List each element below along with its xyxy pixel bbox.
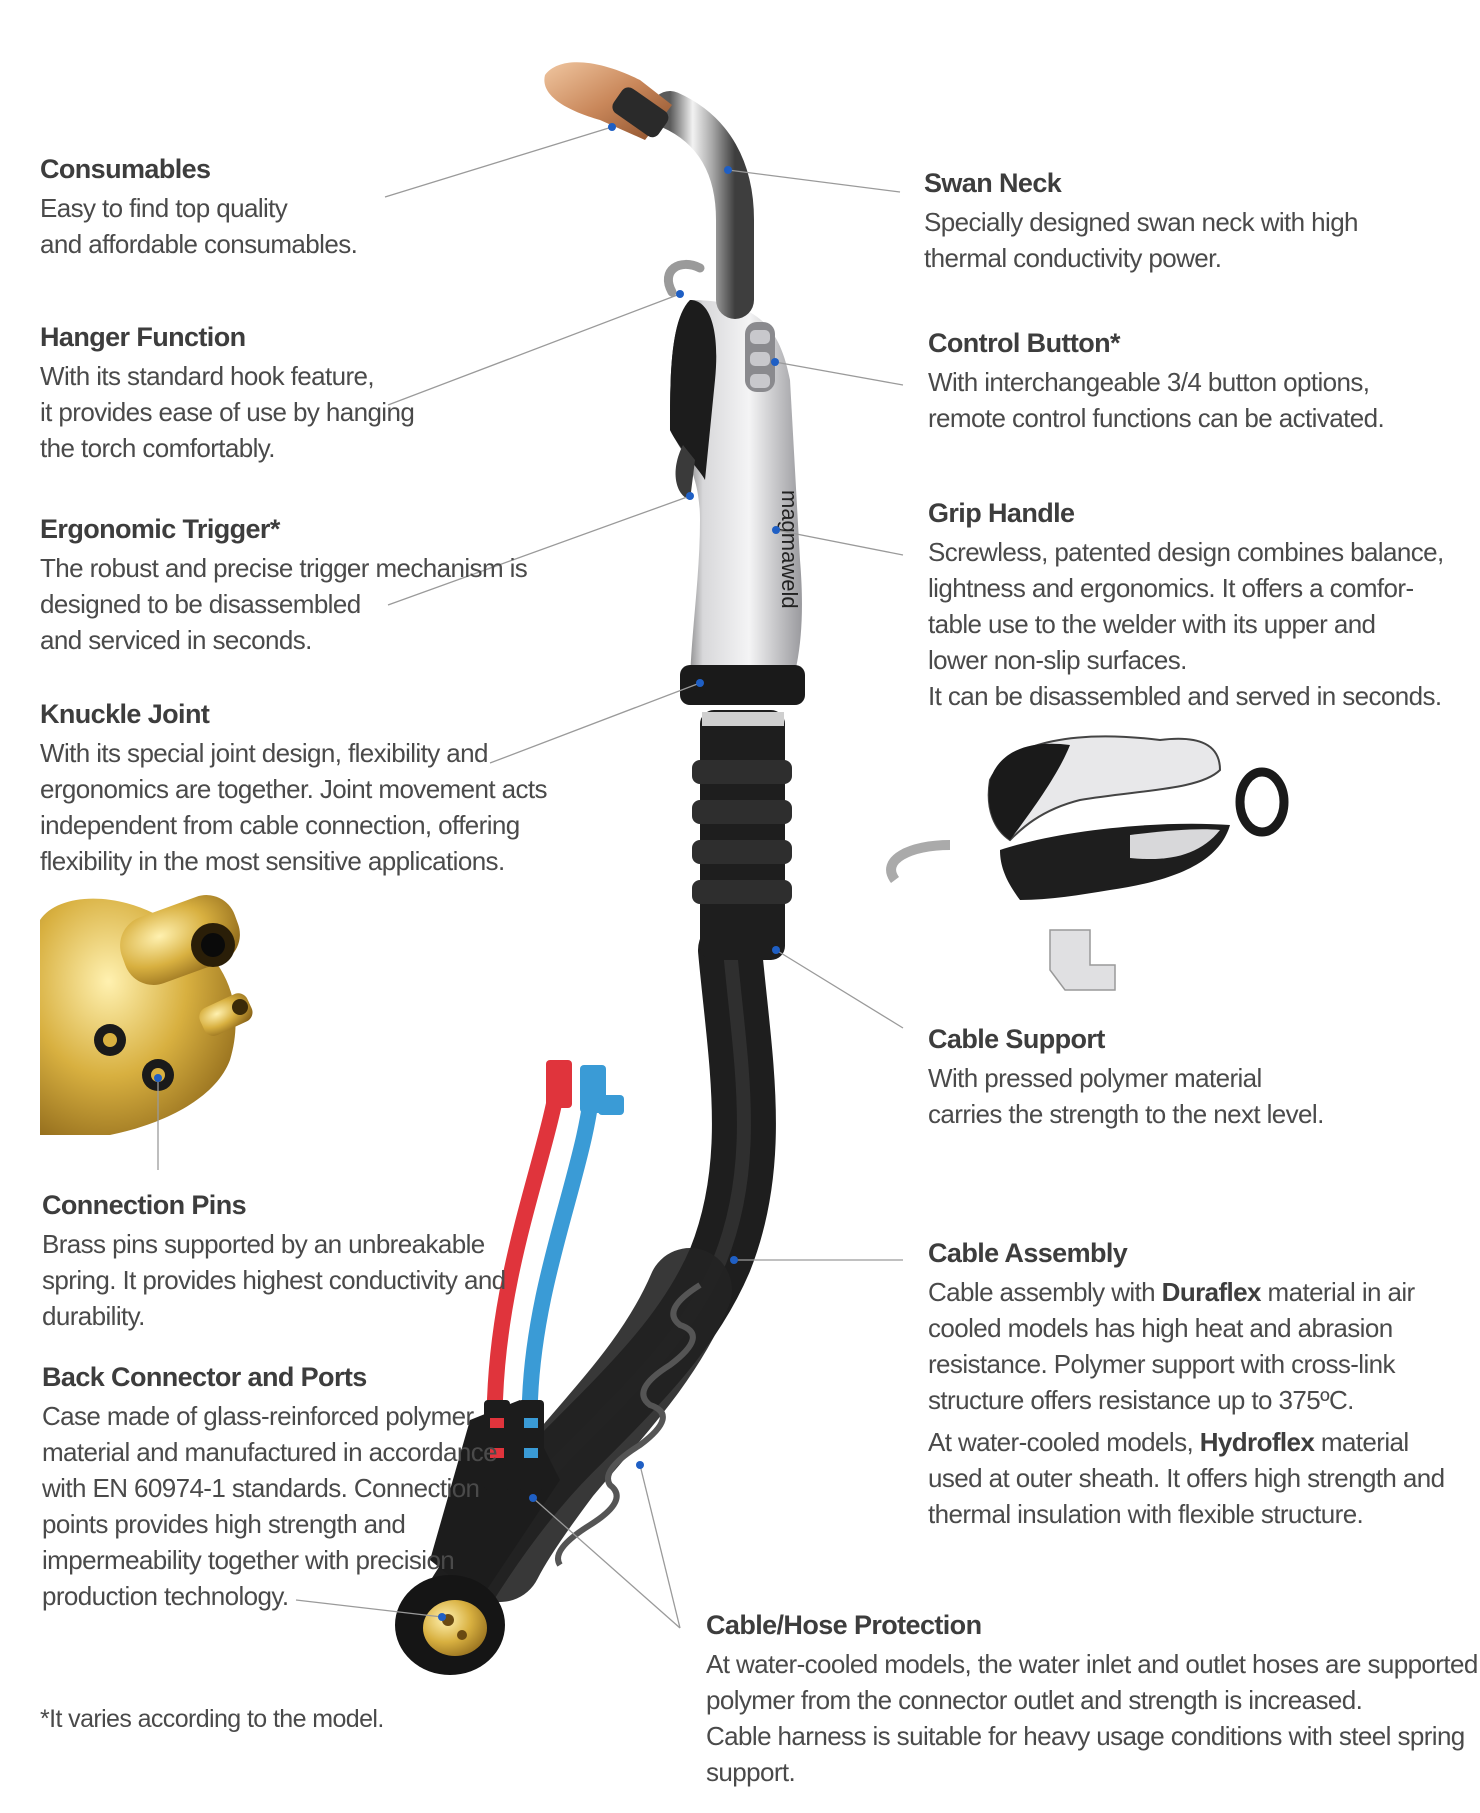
text-line: durability. xyxy=(42,1301,145,1331)
annotation-knuckle-joint: Knuckle Joint With its special joint des… xyxy=(40,697,547,879)
duraflex-term: Duraflex xyxy=(1161,1277,1262,1307)
annotation-cable-hose-protection: Cable/Hose Protection At water-cooled mo… xyxy=(706,1608,1480,1790)
text-line: remote control functions can be activate… xyxy=(928,403,1385,433)
annotation-cable-support: Cable Support With pressed polymer mater… xyxy=(928,1022,1324,1132)
ergonomic-trigger-shape xyxy=(675,445,695,500)
title-cable-support: Cable Support xyxy=(928,1024,1105,1054)
text-line: Brass pins supported by an unbreakable xyxy=(42,1229,485,1259)
text-line: polymer from the connector outlet and st… xyxy=(706,1685,1363,1715)
title-connection-pins: Connection Pins xyxy=(42,1190,247,1220)
hydroflex-term: Hydroflex xyxy=(1199,1427,1315,1457)
text-line: material and manufactured in accordance xyxy=(42,1437,498,1467)
text-line: Specially designed swan neck with high xyxy=(924,207,1359,237)
text-line: Screwless, patented design combines bala… xyxy=(928,537,1444,567)
text-line: and affordable consumables. xyxy=(40,229,358,259)
text-line: With its standard hook feature, xyxy=(40,361,375,391)
text-line: With pressed polymer material xyxy=(928,1063,1262,1093)
title-grip-handle: Grip Handle xyxy=(928,498,1075,528)
text-line: resistance. Polymer support with cross-l… xyxy=(928,1349,1396,1379)
text-line: support. xyxy=(706,1757,796,1787)
text-line: with EN 60974-1 standards. Connection xyxy=(42,1473,480,1503)
text-line: At water-cooled models, the water inlet … xyxy=(706,1649,1480,1679)
title-knuckle-joint: Knuckle Joint xyxy=(40,699,210,729)
text-line: thermal conductivity power. xyxy=(924,243,1222,273)
text-line: table use to the welder with its upper a… xyxy=(928,609,1376,639)
connection-pins-inset xyxy=(40,895,253,1135)
annotation-ergonomic-trigger: Ergonomic Trigger* The robust and precis… xyxy=(40,512,528,658)
text-line: carries the strength to the next level. xyxy=(928,1099,1324,1129)
text-line: It can be disassembled and served in sec… xyxy=(928,681,1442,711)
text-line: used at outer sheath. It offers high str… xyxy=(928,1463,1445,1493)
text-line: thermal insulation with flexible structu… xyxy=(928,1499,1364,1529)
text-line: production technology. xyxy=(42,1581,289,1611)
text-line: the torch comfortably. xyxy=(40,433,275,463)
text-line: it provides ease of use by hanging xyxy=(40,397,415,427)
text-line: impermeability together with precision xyxy=(42,1545,455,1575)
text-line: Easy to find top quality xyxy=(40,193,288,223)
annotation-consumables: Consumables Easy to find top quality and… xyxy=(40,152,358,262)
text-line: structure offers resistance up to 375ºC. xyxy=(928,1385,1354,1415)
title-control-button: Control Button* xyxy=(928,328,1121,358)
text-line: spring. It provides highest conductivity… xyxy=(42,1265,506,1295)
handle-parts-exploded xyxy=(886,735,1289,991)
consumables-nozzle xyxy=(544,62,672,141)
title-cable-assembly: Cable Assembly xyxy=(928,1238,1128,1268)
text-line: With its special joint design, flexibili… xyxy=(40,738,488,768)
text-line: lightness and ergonomics. It offers a co… xyxy=(928,573,1414,603)
cable-support-shape xyxy=(692,710,792,960)
swan-neck-shape xyxy=(651,91,754,319)
text-line: cooled models has high heat and abrasion xyxy=(928,1313,1393,1343)
text-line: At water-cooled models, Hydroflex materi… xyxy=(928,1427,1409,1457)
text-line: independent from cable connection, offer… xyxy=(40,810,520,840)
brand-mark: magmaweld xyxy=(777,490,802,609)
footnote: *It varies according to the model. xyxy=(40,1705,384,1733)
title-back-connector: Back Connector and Ports xyxy=(42,1362,367,1392)
text-line: designed to be disassembled xyxy=(40,589,361,619)
text-line: lower non-slip surfaces. xyxy=(928,645,1187,675)
title-consumables: Consumables xyxy=(40,154,211,184)
text-line: Cable assembly with Duraflex material in… xyxy=(928,1277,1415,1307)
text-line: Cable harness is suitable for heavy usag… xyxy=(706,1721,1465,1751)
annotation-connection-pins: Connection Pins Brass pins supported by … xyxy=(42,1188,506,1334)
title-swan-neck: Swan Neck xyxy=(924,168,1062,198)
text-line: flexibility in the most sensitive applic… xyxy=(40,846,505,876)
annotation-control-button: Control Button* With interchangeable 3/4… xyxy=(928,326,1385,436)
annotation-back-connector: Back Connector and Ports Case made of gl… xyxy=(42,1360,498,1614)
text-line: The robust and precise trigger mechanism… xyxy=(40,553,528,583)
leader-lines xyxy=(154,123,904,1629)
annotation-cable-assembly: Cable Assembly Cable assembly with Duraf… xyxy=(928,1236,1445,1532)
annotation-hanger-function: Hanger Function With its standard hook f… xyxy=(40,320,415,466)
title-ergonomic-trigger: Ergonomic Trigger* xyxy=(40,514,280,544)
text-line: ergonomics are together. Joint movement … xyxy=(40,774,547,804)
control-buttons xyxy=(745,322,775,392)
water-hoses xyxy=(484,1060,624,1490)
hanger-hook-shape xyxy=(663,259,705,297)
text-line: points provides high strength and xyxy=(42,1509,406,1539)
annotation-grip-handle: Grip Handle Screwless, patented design c… xyxy=(928,496,1444,714)
text-line: With interchangeable 3/4 button options, xyxy=(928,367,1370,397)
grip-handle-shape: magmaweld xyxy=(670,300,805,705)
title-hanger-function: Hanger Function xyxy=(40,322,246,352)
title-cable-hose-protection: Cable/Hose Protection xyxy=(706,1610,982,1640)
text-line: and serviced in seconds. xyxy=(40,625,312,655)
annotation-swan-neck: Swan Neck Specially designed swan neck w… xyxy=(924,166,1359,276)
text-line: Case made of glass-reinforced polymer xyxy=(42,1401,474,1431)
